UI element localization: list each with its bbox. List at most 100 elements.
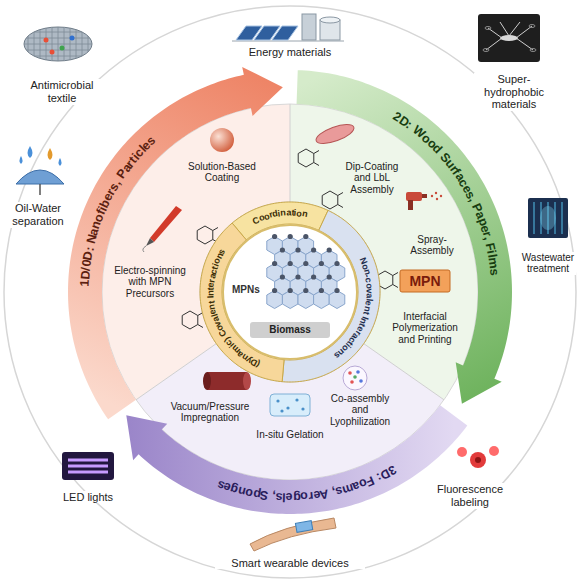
spray-icon [440,195,442,197]
arc-letter: n [301,209,308,219]
ring-segment [232,202,328,240]
wastewater-icon [528,198,568,238]
energy-icon [272,26,298,40]
mpn-core: MPNsBiomass [222,224,358,360]
core-label: MPNs [232,284,260,296]
electrospinning-icon [143,246,146,252]
method-ring [200,202,380,382]
mpn-network [311,247,316,252]
interaction-label: (Dynamic) Covalent Interactions [198,221,287,384]
mpn-network [267,234,345,309]
band-arrow [126,405,467,514]
dip-coating-icon [314,121,356,148]
vacuum-icon [203,372,211,390]
coating-icon [210,128,234,152]
method-ring [364,344,444,400]
interaction-segment: Coordination [230,200,331,242]
hydrophobic-icon [478,14,540,62]
energy-icon [320,17,340,23]
mpn-network [272,288,277,293]
gel-icon [280,409,283,412]
arc-letter: s [487,268,500,276]
vacuum-icon [203,372,251,390]
arc-letter: I [207,296,216,299]
dip-coating-icon [314,121,356,148]
cell-icon [457,446,499,468]
mpn-network [303,234,308,239]
mpn-network [314,291,330,309]
interaction-label: Coordination [230,200,331,242]
vacuum-icon [207,372,247,390]
chemical-structure [338,193,343,208]
application-label: Smart wearable devices [215,557,365,570]
textile-icon [22,26,94,62]
co-assembly-icon [343,366,367,390]
co-assembly-icon [350,380,354,384]
oil-water-icon [59,158,62,166]
textile-icon [44,38,49,43]
hydrophobic-icon [485,27,491,30]
electrospinning-icon [146,238,154,246]
arc-letter: g [293,491,301,504]
hydrophobic-icon [500,35,518,41]
cell-icon [457,447,467,457]
ring-segment [282,210,380,382]
application-label: Fluorescence labeling [432,483,508,508]
mpn-network [327,274,332,279]
center-disc [222,224,358,360]
hydrophobic-icon [478,14,540,62]
band-title: 3D: Foams, Aerogels, Sponges [124,403,470,516]
vacuum-icon [243,372,251,390]
led-icon [68,459,108,462]
chemical-structure [322,191,338,209]
method-label: Solution-Based Coating [186,161,258,184]
mpn-network [267,291,283,309]
arc-letter: t [291,208,294,217]
mpn-network [311,274,316,279]
spray-icon [431,195,433,197]
arc-letter: o [300,490,308,503]
co-assembly-icon [356,370,360,374]
wastewater-icon [534,202,562,234]
spray-icon [436,198,438,200]
mpn-network [282,291,298,309]
method-label: Spray-Assembly [406,234,458,257]
dimension-band: 3D: Foams, Aerogels, Sponges [124,403,470,516]
application-label: Oil-Water separation [7,202,69,227]
interaction-label: Non-covalent Interactions [280,208,382,384]
led-icon [68,465,108,468]
chemical-structure [393,273,398,288]
arc-letter: l [282,491,286,504]
method-ring [136,344,216,400]
arc-letter: n [206,290,215,296]
oil-water-icon [20,156,23,164]
arc-letter: m [486,257,500,270]
mpn-network [327,247,332,252]
mpn-network [319,288,324,293]
method-ring [290,104,291,202]
textile-icon [50,50,55,55]
chemical-structure [298,149,314,167]
energy-icon [232,14,344,41]
gel-icon [270,394,310,416]
mpn-network [288,288,293,293]
biomass-bar: Biomass [250,322,330,338]
application-label: Super-hydrophobic materials [474,73,554,111]
oil-water-icon [28,146,33,158]
icon-text: MPN [400,273,450,289]
gel-icon [276,399,279,402]
co-assembly-icon [343,366,367,390]
mpn-network [303,288,308,293]
coating-icon [210,128,234,152]
method-label: Vacuum/Pressure Impregnation [165,401,255,424]
application-label: LED lights [53,491,123,504]
hydrophobic-icon [530,49,536,52]
ring-segment-shape [230,200,331,242]
method-label: Dip-Coating and LbL Assembly [343,161,401,196]
chemical-structure [314,151,319,166]
spray-icon [406,192,442,210]
arc-letter: n [280,209,286,218]
interaction-segment: (Dynamic) Covalent Interactions [198,221,287,384]
arc-letter: a [286,208,291,217]
hydrophobic-icon [486,22,533,50]
